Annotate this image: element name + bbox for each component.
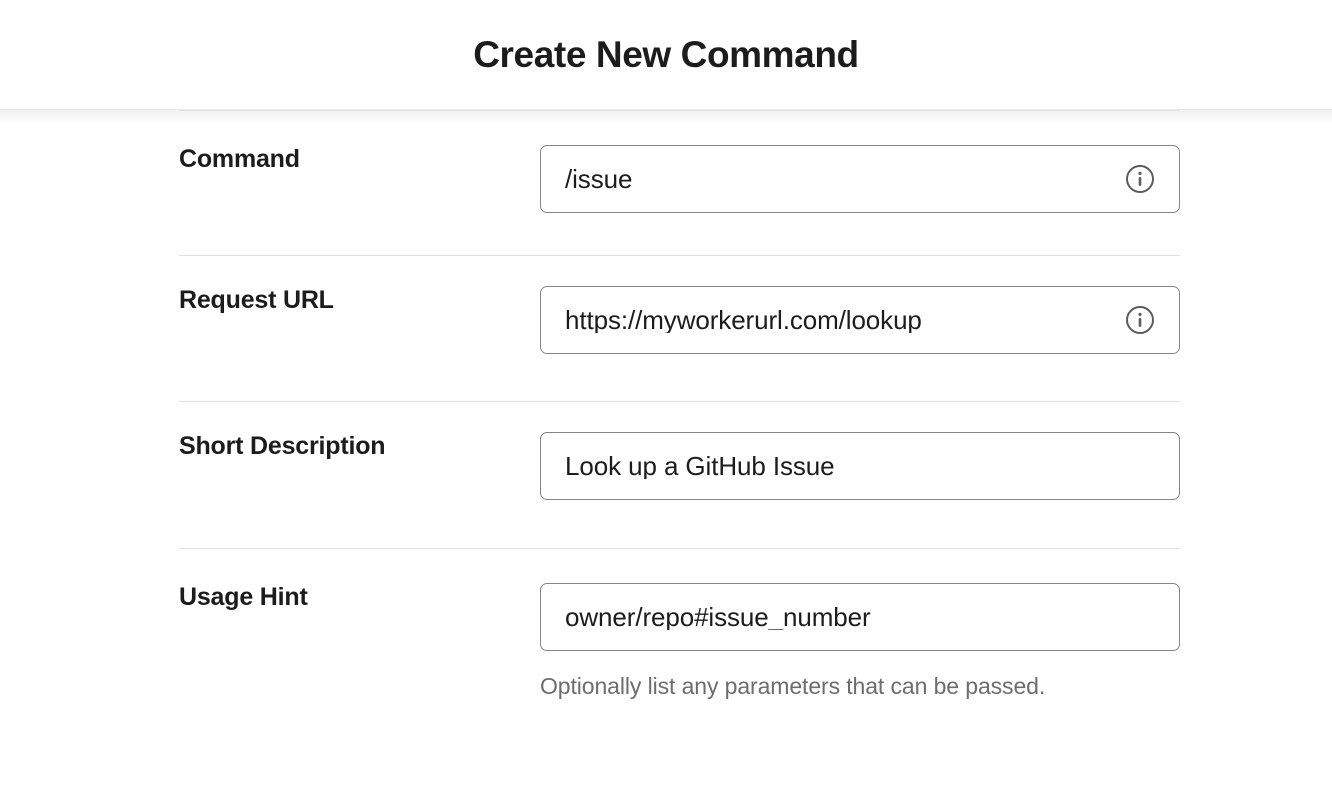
field-label-short-description: Short Description [179,432,386,460]
field-label-command: Command [179,145,300,173]
field-row-usage-hint: Usage Hint owner/repo#issue_number Optio… [179,549,1180,701]
divider-after-request-url [179,401,1180,402]
divider-after-command [179,255,1180,256]
field-row-short-description: Short Description Look up a GitHub Issue [179,402,1180,548]
usage-hint-input-value: owner/repo#issue_number [565,604,871,630]
divider-after-short-description [179,548,1180,549]
short-description-input-value: Look up a GitHub Issue [565,453,835,479]
field-control-usage-hint: owner/repo#issue_number Optionally list … [540,583,1180,701]
usage-hint-helper-text: Optionally list any parameters that can … [540,673,1046,699]
field-row-request-url: Request URL https://myworkerurl.com/look… [179,256,1180,401]
divider-top [179,110,1180,111]
info-circle-icon[interactable] [1125,164,1155,194]
field-label-request-url: Request URL [179,286,334,314]
field-row-command: Command /issue [179,111,1180,255]
command-input[interactable]: /issue [540,145,1180,213]
field-label-usage-hint: Usage Hint [179,583,308,611]
usage-hint-input[interactable]: owner/repo#issue_number [540,583,1180,651]
create-command-form: Command /issue Request URL [0,110,1332,701]
page-title: Create New Command [473,34,859,75]
request-url-input[interactable]: https://myworkerurl.com/lookup [540,286,1180,354]
short-description-input[interactable]: Look up a GitHub Issue [540,432,1180,500]
request-url-input-value: https://myworkerurl.com/lookup [565,307,922,333]
field-control-short-description: Look up a GitHub Issue [540,432,1180,500]
field-control-request-url: https://myworkerurl.com/lookup [540,286,1180,354]
info-circle-icon[interactable] [1125,305,1155,335]
page-header: Create New Command [0,0,1332,124]
field-control-command: /issue [540,145,1180,213]
command-input-value: /issue [565,166,633,192]
